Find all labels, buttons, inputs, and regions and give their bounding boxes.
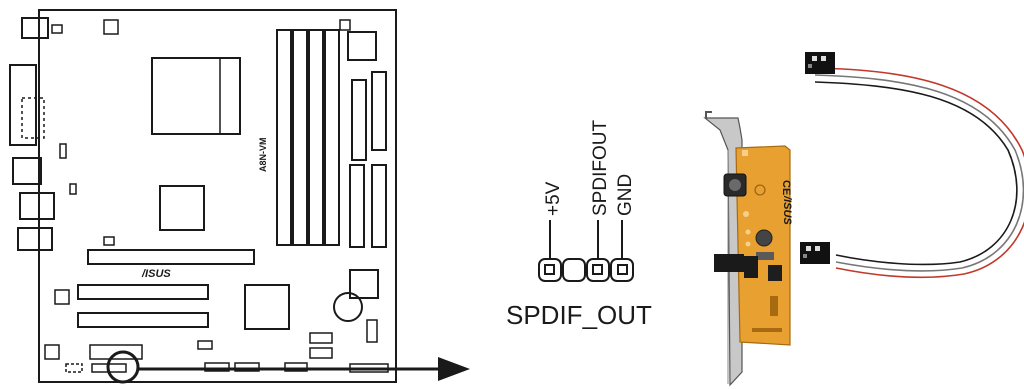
io-parallel xyxy=(9,64,37,146)
spdif-bracket-card xyxy=(703,111,791,387)
pin-label-gnd: GND xyxy=(615,174,636,216)
io-usb xyxy=(12,157,42,185)
spdif-cable xyxy=(800,52,1024,279)
header-connector xyxy=(768,265,782,281)
dimm-slot-1 xyxy=(276,29,292,246)
pin-header xyxy=(538,220,634,282)
io-chip xyxy=(244,284,290,330)
io-ps2 xyxy=(21,17,49,39)
card-brand-label: /ISUS xyxy=(781,195,793,225)
cpu-socket xyxy=(151,57,241,135)
board-outline xyxy=(38,9,397,383)
pci-slot-2 xyxy=(77,312,209,328)
chipset xyxy=(159,185,205,231)
capacitor xyxy=(755,229,773,247)
dimm-slot-4 xyxy=(324,29,340,246)
bottom-connector xyxy=(800,242,830,264)
pin-label-5v: +5V xyxy=(543,181,564,216)
board-model-label: A8N-VM xyxy=(258,137,268,172)
optical-jack xyxy=(714,254,744,272)
card-ce-mark: CE xyxy=(780,180,792,195)
dimm-slot-2 xyxy=(292,29,308,246)
motherboard xyxy=(9,9,397,383)
board-brand-label: /ISUS xyxy=(141,268,171,280)
io-lan xyxy=(19,192,55,220)
pci-slot-1 xyxy=(77,284,209,300)
dimm-slot-3 xyxy=(308,29,324,246)
connector-name: SPDIF_OUT xyxy=(506,300,652,330)
arrow-icon xyxy=(138,357,470,381)
highlight-circle xyxy=(106,350,140,384)
cmos-battery xyxy=(333,292,363,322)
io-audio xyxy=(17,227,53,251)
pcie-slot xyxy=(87,249,255,265)
pin-label-spdifout: SPDIFOUT xyxy=(590,120,611,216)
top-connector xyxy=(805,52,835,74)
